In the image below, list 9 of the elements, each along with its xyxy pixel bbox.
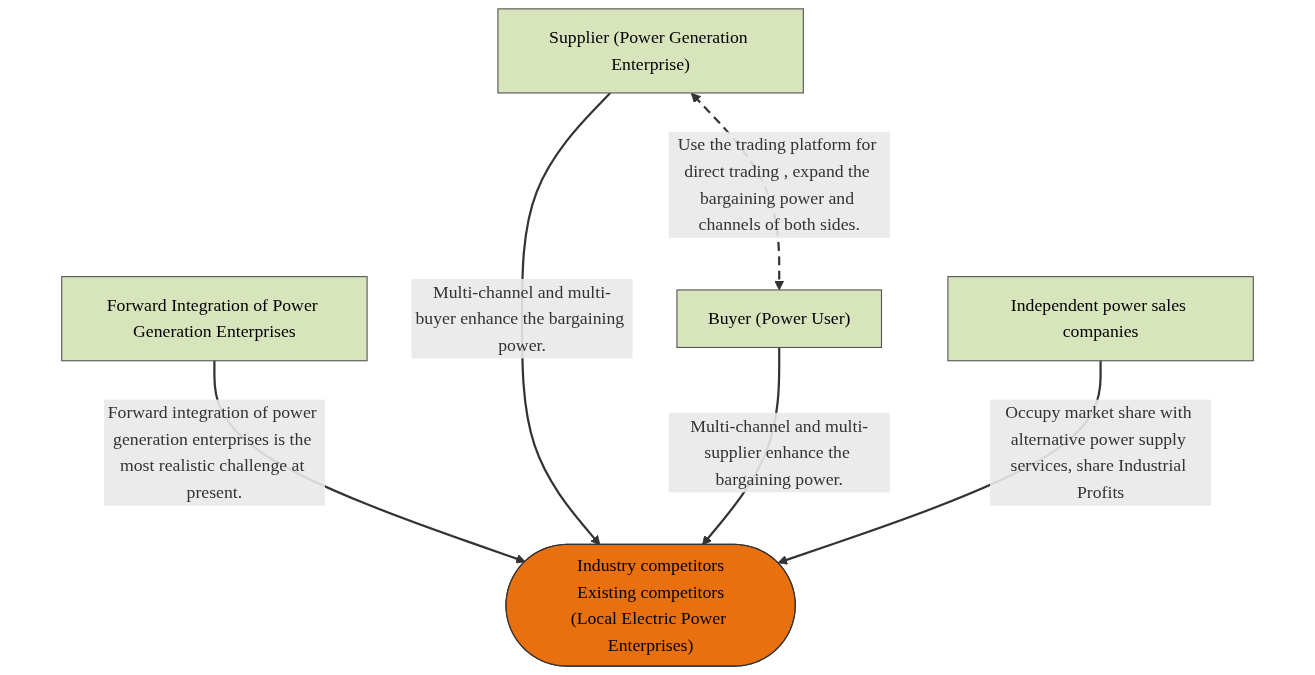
node-box: Independent power sales companies	[947, 276, 1254, 362]
edge-label: Use the trading platform for direct trading , expand the bargaining power and channels of both sides.	[677, 135, 877, 234]
node-box: Supplier (Power Generation Enterprise)	[497, 8, 804, 94]
node-box: Buyer (Power User)	[676, 289, 883, 348]
edge-label: Forward integration of power generation enterprises is the most realistic challenge at present.	[107, 402, 317, 502]
edge-label: Multi-channel and multi-buyer enhance the bargaining power.	[415, 282, 625, 355]
node-box: Forward Integration of Power Generation Enterprises	[61, 276, 368, 362]
edge-label: Occupy market share with alternative power supply services, share Industrial Profits	[1005, 402, 1192, 502]
edge-label: Multi-channel and multi-supplier enhance the bargaining power.	[690, 416, 869, 488]
